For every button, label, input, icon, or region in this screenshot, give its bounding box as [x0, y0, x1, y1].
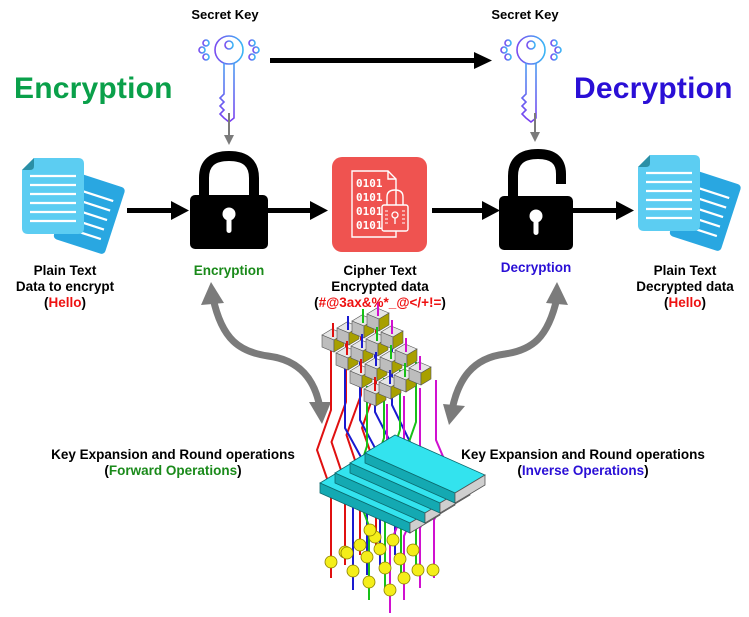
rounds-title-right: Key Expansion and Round operations	[461, 447, 705, 462]
output-node	[386, 533, 400, 547]
lock-closed-icon	[190, 150, 268, 249]
paren-open: (	[43, 295, 49, 310]
cipher-text-label: Cipher Text Encrypted data (#@3ax&%*_@</…	[300, 263, 460, 311]
flow-arrow-4	[572, 201, 634, 220]
binary-row: 0101	[356, 219, 383, 232]
plain-text-label-right: Plain Text Decrypted data (Hello)	[620, 263, 749, 311]
decrypted-text-subtitle: Decrypted data	[636, 279, 734, 294]
output-node	[411, 563, 425, 577]
arrowhead-up-right	[546, 282, 568, 305]
cipher-text-value: #@3ax&%*_@</+!=	[318, 295, 442, 310]
cipher-text-title: Cipher Text	[343, 263, 417, 278]
key-share-arrow	[270, 52, 492, 69]
arrowhead-up-left	[201, 282, 224, 305]
cipher-text-value-line: (#@3ax&%*_@</+!=)	[300, 295, 460, 311]
paren-close: )	[644, 463, 649, 478]
round-bar-end	[454, 474, 486, 504]
permutation-network-icon	[315, 302, 486, 613]
round-link-arrow-right	[448, 294, 561, 414]
output-node	[362, 575, 376, 589]
round-link-arrow-left	[209, 294, 324, 412]
key-down-arrow-left	[224, 113, 234, 145]
secret-key-label-left: Secret Key	[191, 7, 259, 22]
output-node	[373, 542, 387, 556]
output-node	[383, 583, 397, 597]
output-node	[397, 571, 411, 585]
secret-key-label-right: Secret Key	[491, 7, 559, 22]
paren-open: (	[314, 295, 319, 310]
secret-key-icon-left	[198, 35, 260, 124]
rounds-title-left: Key Expansion and Round operations	[51, 447, 295, 462]
binary-row: 0101	[356, 205, 383, 218]
flow-arrow-1	[127, 201, 189, 220]
paren-open: (	[104, 463, 109, 478]
output-node	[406, 543, 420, 557]
arrowhead-down-left	[309, 402, 331, 424]
decryption-step-label: Decryption	[500, 260, 572, 275]
plain-text-subtitle: Data to encrypt	[15, 279, 115, 294]
decryption-title: Decryption	[574, 72, 733, 105]
encryption-step-label: Encryption	[193, 263, 265, 278]
plain-text-value: Hello	[48, 295, 82, 310]
output-node	[360, 550, 374, 564]
flow-arrow-3	[432, 201, 500, 220]
secret-key-icon-right	[500, 35, 562, 124]
binary-row: 0101	[356, 191, 383, 204]
output-node	[346, 564, 360, 578]
cipher-text-subtitle: Encrypted data	[331, 279, 429, 294]
plain-text-label-left: Plain Text Data to encrypt (Hello)	[0, 263, 130, 311]
output-node	[324, 555, 338, 569]
decrypted-text-title: Plain Text	[653, 263, 717, 278]
paren-close: )	[81, 295, 87, 310]
wire	[315, 350, 332, 578]
plain-text-value-line: (Hello)	[0, 295, 130, 311]
cube-right	[392, 330, 404, 350]
rounds-label-right: Key Expansion and Round operations (Inve…	[428, 447, 738, 479]
inverse-operations: Inverse Operations	[521, 463, 645, 478]
document-icon-left	[22, 158, 125, 254]
plain-text-title: Plain Text	[33, 263, 97, 278]
flow-arrow-2	[266, 201, 328, 220]
arrowhead-down-right	[443, 404, 465, 425]
key-down-arrow-right	[530, 113, 540, 142]
paren-close: )	[701, 295, 707, 310]
binary-row: 0101	[356, 177, 383, 190]
paren-open: (	[663, 295, 669, 310]
output-node	[340, 546, 354, 560]
output-node	[426, 563, 440, 577]
encryption-title: Encryption	[14, 72, 173, 105]
document-icon-right	[638, 155, 741, 251]
output-node	[353, 538, 367, 552]
output-node	[378, 561, 392, 575]
forward-operations: Forward Operations	[108, 463, 238, 478]
paren-close: )	[441, 295, 446, 310]
decrypted-text-value-line: (Hello)	[620, 295, 749, 311]
rounds-subtitle-left: (Forward Operations)	[18, 463, 328, 479]
wire	[330, 342, 347, 565]
paren-open: (	[517, 463, 522, 478]
rounds-subtitle-right: (Inverse Operations)	[428, 463, 738, 479]
lock-open-icon	[499, 148, 573, 250]
decrypted-text-value: Hello	[668, 295, 702, 310]
cube-right	[406, 348, 418, 368]
rounds-label-left: Key Expansion and Round operations (Forw…	[18, 447, 328, 479]
cube-right	[420, 366, 432, 386]
output-node	[363, 523, 377, 537]
paren-close: )	[237, 463, 242, 478]
output-node	[393, 552, 407, 566]
cube-right	[378, 312, 390, 332]
